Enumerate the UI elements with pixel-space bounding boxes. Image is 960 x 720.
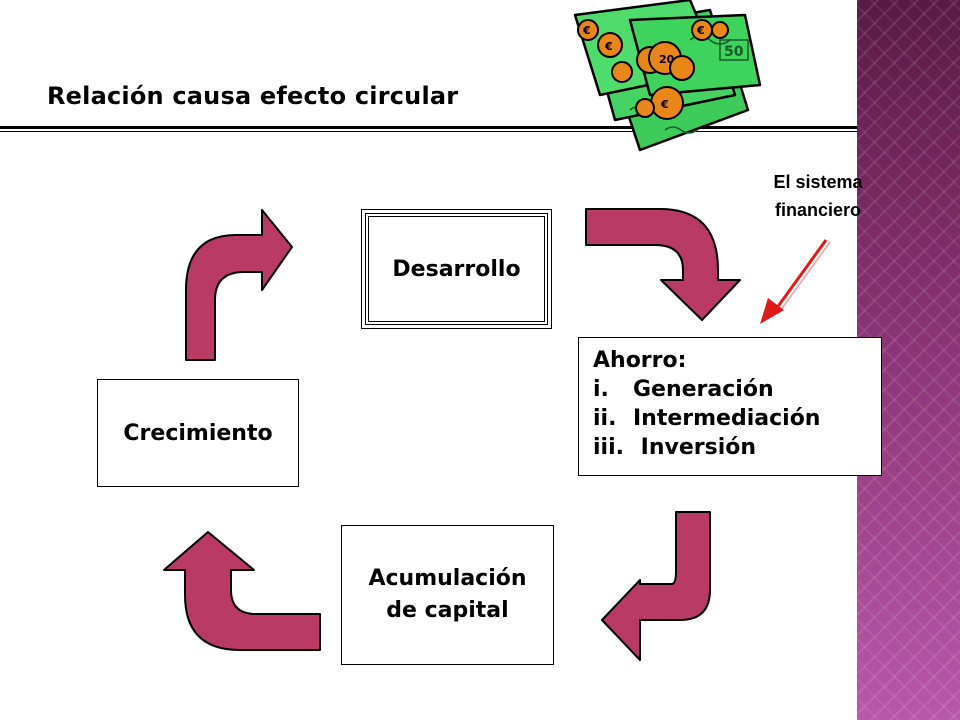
title-rule bbox=[0, 126, 857, 129]
crecimiento-label: Crecimiento bbox=[123, 420, 273, 446]
acumulacion-label-line1: Acumulación bbox=[368, 566, 527, 591]
arrow-crecimiento-to-desarrollo bbox=[185, 209, 293, 361]
ahorro-item: i. Generación bbox=[593, 375, 881, 404]
desarrollo-label: Desarrollo bbox=[392, 256, 521, 282]
arrow-desarrollo-to-ahorro bbox=[585, 208, 741, 321]
ahorro-item-label: Inversión bbox=[633, 435, 757, 460]
title-rule-thin bbox=[0, 131, 857, 132]
svg-text:€: € bbox=[582, 24, 591, 37]
ahorro-item-number: ii. bbox=[593, 406, 617, 431]
svg-text:€: € bbox=[604, 40, 613, 53]
red-pointer-arrow-icon bbox=[760, 239, 831, 324]
svg-text:€: € bbox=[696, 24, 705, 37]
svg-text:50: 50 bbox=[724, 44, 744, 60]
crecimiento-box: Crecimiento bbox=[97, 379, 299, 487]
money-clipart-icon: 50 € € 20 € € bbox=[573, 0, 762, 152]
sistema-financiero-callout: El sistema financiero bbox=[744, 168, 892, 224]
ahorro-item-number: i. bbox=[593, 377, 609, 402]
callout-line1: El sistema bbox=[773, 172, 863, 192]
ahorro-heading: Ahorro: bbox=[593, 348, 687, 373]
page-title: Relación causa efecto circular bbox=[47, 82, 459, 110]
acumulacion-label-line2: de capital bbox=[386, 598, 509, 623]
desarrollo-box: Desarrollo bbox=[361, 209, 552, 329]
svg-text:20: 20 bbox=[659, 53, 675, 66]
ahorro-item-number: iii. bbox=[593, 435, 624, 460]
ahorro-item: ii. Intermediación bbox=[593, 404, 881, 433]
ahorro-item-label: Intermediación bbox=[633, 406, 821, 431]
ahorro-item-label: Generación bbox=[633, 377, 774, 402]
acumulacion-box: Acumulación de capital bbox=[341, 525, 554, 665]
arrow-ahorro-to-acumulacion bbox=[601, 511, 711, 661]
sidebar-decoration bbox=[857, 0, 960, 720]
ahorro-box: Ahorro: i. Generación ii. Intermediación i… bbox=[578, 337, 882, 476]
ahorro-item: iii. Inversión bbox=[593, 433, 881, 462]
callout-line2: financiero bbox=[774, 200, 862, 220]
svg-text:€: € bbox=[660, 98, 669, 111]
arrow-acumulacion-to-crecimiento bbox=[163, 531, 321, 651]
